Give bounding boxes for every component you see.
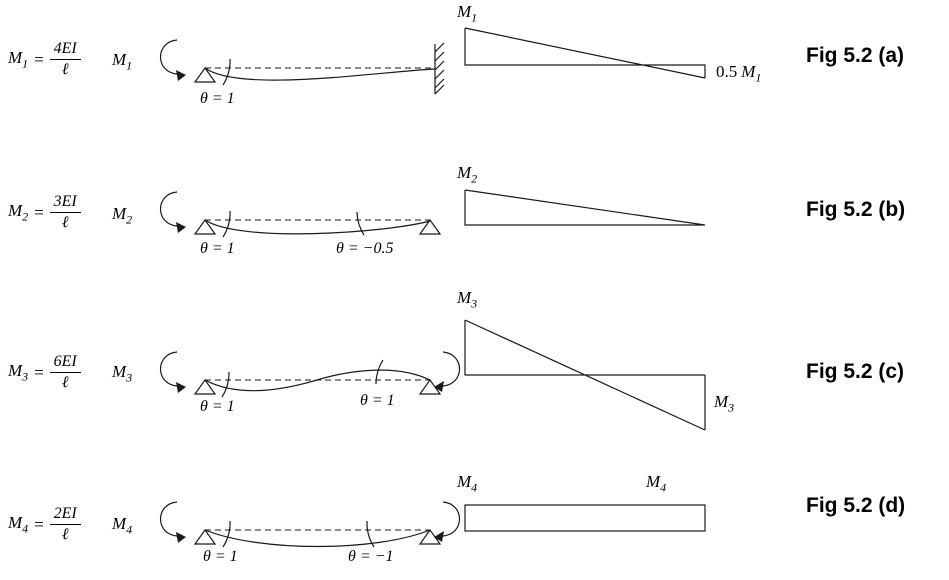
pin-support-left-c <box>193 378 217 395</box>
deflection-curve-c <box>204 369 431 392</box>
angle-tick-left-d <box>222 520 231 548</box>
formula-a-fraction: 4EI ℓ <box>49 40 81 80</box>
angle-tick-left-a <box>222 58 231 86</box>
angle-tick-right-c <box>375 359 384 385</box>
theta-label-left-a: θ = 1 <box>200 90 235 107</box>
fig-label-a: Fig 5.2 (a) <box>806 44 905 67</box>
formula-a-numerator: 4EI <box>49 40 81 61</box>
formula-row-c: M3 = 6EI ℓ <box>8 353 81 393</box>
applied-moment-label-b: M2 <box>112 204 133 227</box>
formula-row-d: M4 = 2EI ℓ <box>8 505 81 545</box>
theta-label-left-d: θ = 1 <box>203 548 238 565</box>
theta-label-left-b: θ = 1 <box>200 240 235 257</box>
bmd-outline-a <box>464 27 706 79</box>
angle-tick-right-b <box>356 211 365 236</box>
moment-arrow-left-a-head <box>176 70 186 81</box>
fig-label-d: Fig 5.2 (d) <box>806 494 906 517</box>
moment-arrow-right-c <box>442 351 460 387</box>
moment-arrow-right-c-head <box>434 381 444 392</box>
formula-row-a: M1 = 4EI ℓ <box>8 40 81 80</box>
beam-diagram-a <box>160 39 445 95</box>
formula-c-numerator: 6EI <box>49 353 81 374</box>
theta-label-right-b: θ = −0.5 <box>336 240 394 257</box>
formula-d-denominator: ℓ <box>61 526 69 544</box>
beam-diagram-b <box>160 191 442 238</box>
bmd-b <box>464 189 706 226</box>
bmd-outline-c <box>464 319 706 431</box>
bmd-c-top-label: M3 <box>457 288 478 311</box>
moment-arrow-right-d-head <box>434 531 444 542</box>
applied-moment-label-a: M1 <box>112 50 133 73</box>
moment-arrow-left-d-head <box>176 532 186 543</box>
theta-label-left-c: θ = 1 <box>200 398 235 415</box>
bmd-d-top-left-label: M4 <box>457 472 478 495</box>
theta-label-right-d: θ = −1 <box>348 548 394 565</box>
formula-a-equals: = <box>33 49 45 69</box>
formula-row-b: M2 = 3EI ℓ <box>8 193 81 233</box>
moment-arrow-left-c-head <box>176 382 186 393</box>
formula-b-var: M2 <box>8 201 29 224</box>
formula-d-var: M4 <box>8 513 29 536</box>
bmd-c-bottom-label: M3 <box>714 392 735 415</box>
fixed-support-hatching-a <box>434 42 445 95</box>
moment-arrow-left-a <box>160 39 178 75</box>
pin-support-left-a <box>193 66 217 83</box>
deflection-curve-b <box>204 219 431 235</box>
moment-arrow-left-b <box>160 191 178 227</box>
formula-b-denominator: ℓ <box>61 214 69 232</box>
deflection-curve-d <box>204 529 431 548</box>
angle-tick-left-b <box>222 210 231 238</box>
formula-a-var: M1 <box>8 48 29 71</box>
pin-support-left-b <box>193 218 217 235</box>
moment-arrow-left-d <box>160 501 178 537</box>
formula-d-fraction: 2EI ℓ <box>49 505 81 545</box>
formula-c-var: M3 <box>8 361 29 384</box>
bmd-b-top-label: M2 <box>457 163 478 186</box>
deflection-curve-a <box>204 67 436 81</box>
angle-tick-right-d <box>366 520 375 548</box>
moment-arrow-right-d <box>442 501 460 537</box>
bmd-d-top-right-label: M4 <box>646 472 667 495</box>
formula-c-fraction: 6EI ℓ <box>49 353 81 393</box>
bmd-d <box>464 504 706 532</box>
moment-arrow-left-b-head <box>176 222 186 233</box>
formula-b-fraction: 3EI ℓ <box>49 193 81 233</box>
bmd-c <box>464 319 706 431</box>
formula-c-equals: = <box>33 362 45 382</box>
beam-diagram-d <box>160 501 460 548</box>
formula-b-equals: = <box>33 202 45 222</box>
applied-moment-label-d: M4 <box>112 514 133 537</box>
angle-tick-left-c <box>221 371 230 398</box>
formula-d-equals: = <box>33 514 45 534</box>
fig-label-b: Fig 5.2 (b) <box>806 198 906 221</box>
theta-label-right-c: θ = 1 <box>360 392 395 409</box>
bmd-outline-b <box>464 189 706 226</box>
formula-d-numerator: 2EI <box>49 505 81 526</box>
formula-c-denominator: ℓ <box>61 374 69 392</box>
applied-moment-label-c: M3 <box>112 362 133 385</box>
bmd-outline-d <box>464 504 706 532</box>
moment-arrow-left-c <box>160 351 178 387</box>
pin-support-right-b <box>418 218 442 235</box>
pin-support-left-d <box>193 528 217 545</box>
formula-a-denominator: ℓ <box>61 61 69 79</box>
bmd-a <box>464 27 706 79</box>
fig-label-c: Fig 5.2 (c) <box>806 360 905 383</box>
bmd-a-top-label: M1 <box>457 2 478 25</box>
beam-diagram-c <box>160 351 460 398</box>
formula-b-numerator: 3EI <box>49 193 81 214</box>
